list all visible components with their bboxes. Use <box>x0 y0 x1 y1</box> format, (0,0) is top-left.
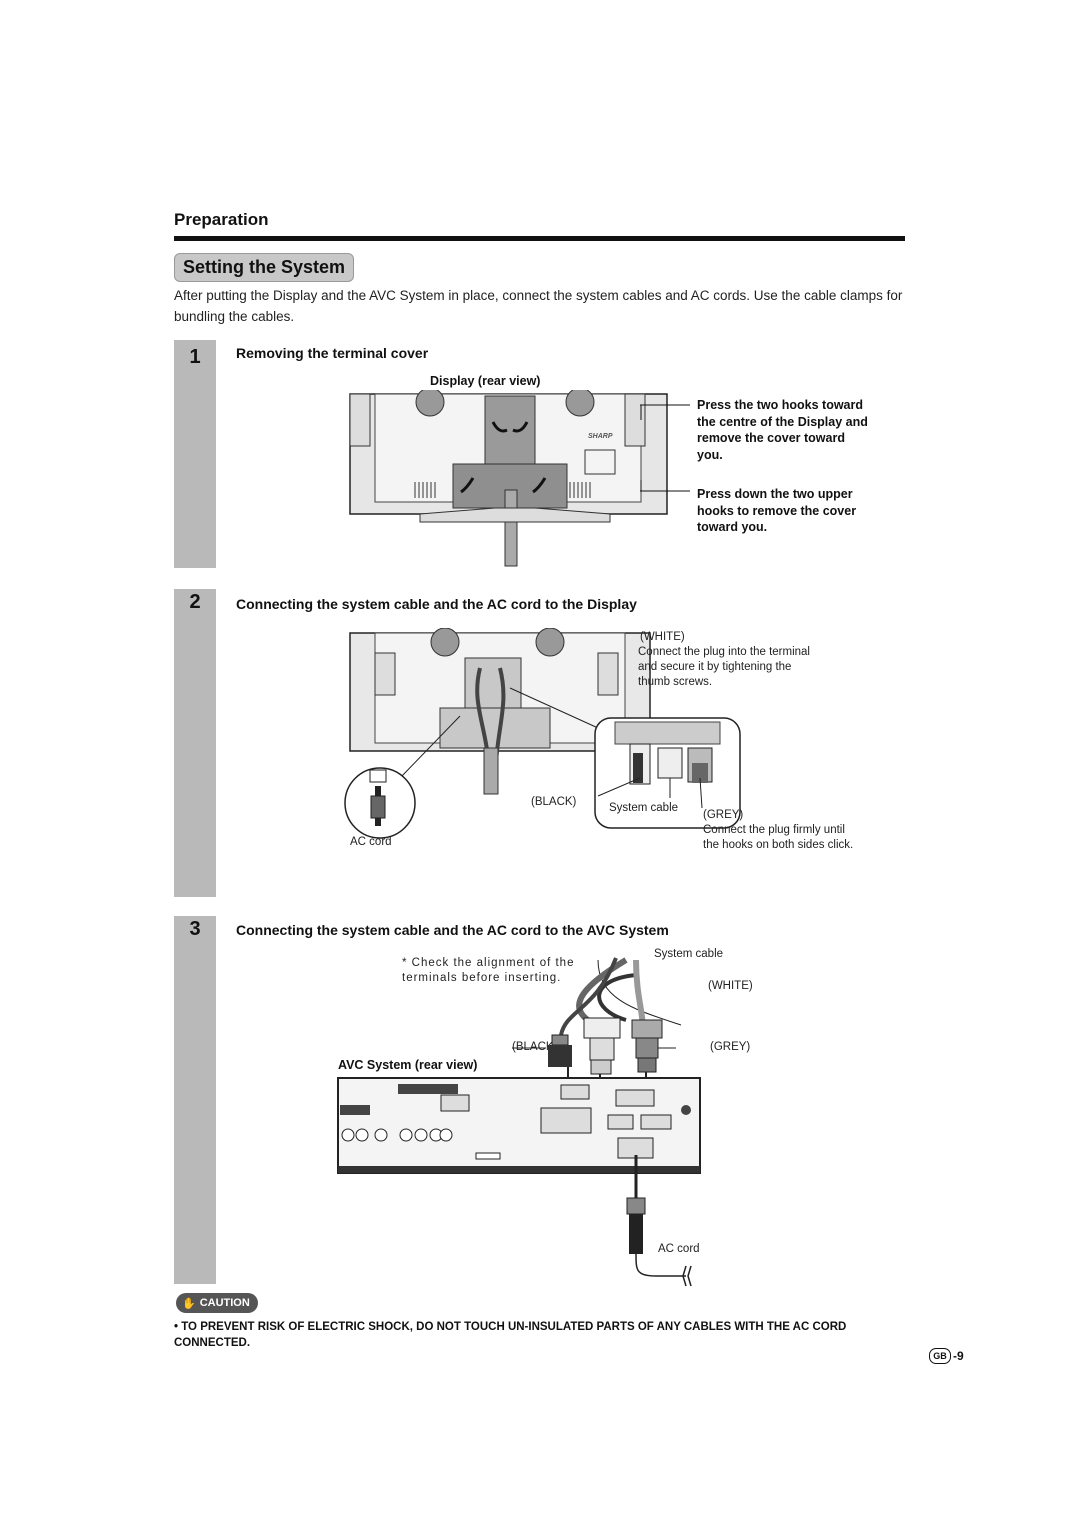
step-2-heading: Connecting the system cable and the AC c… <box>236 596 637 612</box>
display-ac-cord-label: AC cord <box>350 836 392 848</box>
display-brand-logo: SHARP <box>588 433 613 440</box>
electric-shock-warning: • TO PREVENT RISK OF ELECTRIC SHOCK, DO … <box>174 1319 909 1351</box>
avc-black-label: (BLACK) <box>512 1041 558 1053</box>
display-rear-view-caption: Display (rear view) <box>430 374 541 388</box>
avc-ac-cord-label: AC cord <box>658 1243 700 1255</box>
avc-white-label: (WHITE) <box>708 980 753 992</box>
caution-label: CAUTION <box>199 1297 250 1309</box>
step-3-number: 3 <box>189 918 201 940</box>
display-white-label: (WHITE) <box>640 631 685 643</box>
step-1-heading: Removing the terminal cover <box>236 345 429 361</box>
display-white-note: Connect the plug into the terminal and s… <box>638 646 810 688</box>
step-2-sidebar: 2 <box>174 589 216 897</box>
page-number: GB -9 <box>929 1348 964 1364</box>
intro-paragraph: After putting the Display and the AVC Sy… <box>174 288 903 324</box>
avc-connection-diagram <box>337 957 701 1287</box>
step-3-sidebar: 3 <box>174 916 216 1284</box>
section-label: Preparation <box>174 210 269 229</box>
region-badge: GB <box>929 1348 951 1364</box>
step-1-number: 1 <box>189 346 201 368</box>
step-1-note-press-hooks-centre: Press the two hooks toward the centre of… <box>697 398 868 462</box>
step-1-note-press-down-hooks: Press down the two upper hooks to remove… <box>697 487 857 534</box>
alignment-check-note: * Check the alignment of the terminals b… <box>402 957 575 984</box>
page-title: Setting the System <box>174 253 355 282</box>
display-rear-view-diagram: SHARP <box>349 390 690 567</box>
caution-badge: ✋ CAUTION <box>176 1293 258 1313</box>
display-black-label: (BLACK) <box>531 796 577 808</box>
header-rule <box>174 236 905 241</box>
page-number-value: -9 <box>953 1349 964 1363</box>
step-2-number: 2 <box>189 591 201 613</box>
display-connection-diagram <box>344 628 741 839</box>
caution-hand-icon: ✋ <box>182 1297 196 1310</box>
display-system-cable-label: System cable <box>609 802 679 814</box>
warning-bullet: • <box>174 1321 182 1333</box>
display-grey-label: (GREY) <box>703 809 744 821</box>
avc-grey-label: (GREY) <box>710 1041 751 1053</box>
step-1-sidebar: 1 <box>174 340 216 568</box>
avc-rear-view-caption: AVC System (rear view) <box>338 1058 478 1072</box>
avc-system-cable-label: System cable <box>654 948 724 960</box>
display-grey-note: Connect the plug firmly until the hooks … <box>703 824 854 851</box>
warning-text: TO PREVENT RISK OF ELECTRIC SHOCK, DO NO… <box>174 1321 847 1349</box>
step-3-heading: Connecting the system cable and the AC c… <box>236 922 669 938</box>
